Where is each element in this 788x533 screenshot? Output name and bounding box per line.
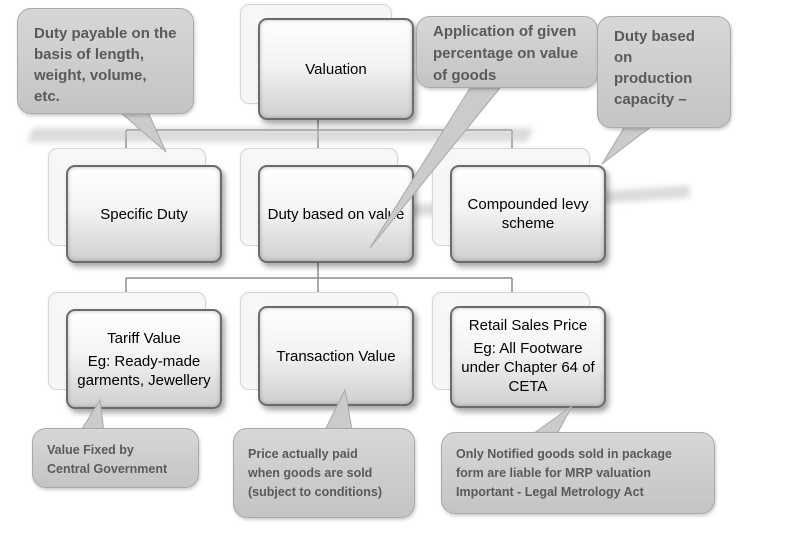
- valuation-box[interactable]: Valuation: [258, 18, 414, 120]
- pointer-capacity-note: [601, 125, 654, 165]
- callout-tariff-text: Value Fixed by Central Government: [47, 443, 168, 476]
- retail-sales-price-example: Eg: All Footware under Chapter 64 of CET…: [461, 340, 595, 395]
- duty-on-value-label: Duty based on value: [267, 205, 405, 223]
- tariff-value-example: Eg: Ready-made garments, Jewellery: [77, 352, 211, 389]
- pointer-specific-duty-note: [118, 111, 167, 153]
- callout-value-text: Application of given percentage on value…: [433, 23, 579, 84]
- callout-rsp-text: Only Notified goods sold in package form…: [456, 447, 672, 499]
- specific-duty-label: Specific Duty: [100, 205, 188, 223]
- compounded-levy-box[interactable]: Compounded levy scheme: [450, 165, 606, 263]
- transaction-value-box[interactable]: Transaction Value: [258, 306, 414, 406]
- callout-capacity-note: Duty based on production capacity –: [597, 16, 731, 128]
- tariff-value-box[interactable]: Tariff Value Eg: Ready-made garments, Je…: [66, 309, 222, 409]
- pointer-transaction-note: [324, 388, 353, 431]
- callout-specific-duty-note: Duty payable on the basis of length, wei…: [17, 8, 194, 114]
- callout-specific-duty-text: Duty payable on the basis of length, wei…: [34, 25, 177, 105]
- transaction-value-label: Transaction Value: [276, 347, 396, 365]
- callout-tariff-note: Value Fixed by Central Government: [32, 428, 199, 488]
- duty-on-value-box[interactable]: Duty based on value: [258, 165, 414, 263]
- valuation-label: Valuation: [305, 60, 367, 78]
- callout-transaction-text: Price actually paid when goods are sold …: [248, 447, 383, 499]
- retail-sales-price-title: Retail Sales Price: [468, 317, 588, 334]
- specific-duty-box[interactable]: Specific Duty: [66, 165, 222, 263]
- tariff-value-title: Tariff Value: [107, 329, 181, 347]
- pointer-value-note: [369, 87, 502, 249]
- retail-sales-price-box[interactable]: Retail Sales Price Eg: All Footware unde…: [450, 306, 606, 408]
- callout-capacity-text: Duty based on production capacity –: [614, 28, 695, 108]
- callout-rsp-note: Only Notified goods sold in package form…: [441, 432, 715, 514]
- callout-transaction-note: Price actually paid when goods are sold …: [233, 428, 415, 518]
- compounded-levy-label: Compounded levy scheme: [467, 196, 589, 232]
- callout-value-note: Application of given percentage on value…: [416, 16, 598, 88]
